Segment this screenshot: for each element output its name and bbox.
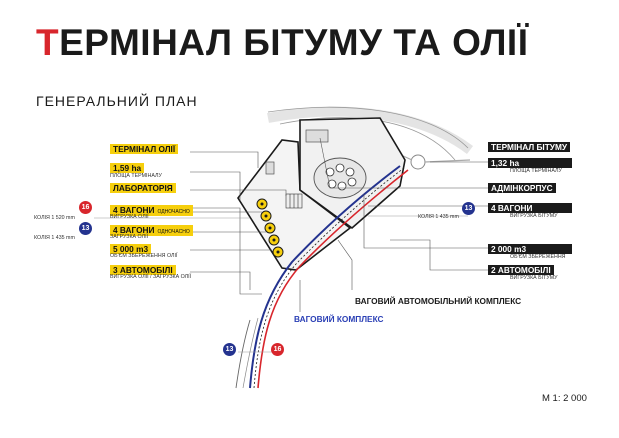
small-building: [265, 161, 275, 175]
road-curve-top: [267, 106, 474, 154]
oil-area-value: 1,59 ha: [110, 163, 145, 174]
page-subtitle: ГЕНЕРАЛЬНИЙ ПЛАН: [36, 93, 198, 109]
tank-inner-marks: [260, 202, 280, 254]
bitumen-area-caption: ПЛОЩА ТЕРМІНАЛУ: [510, 168, 562, 174]
track-13-badge-bottom: 13: [223, 343, 236, 356]
leader-auto-complex: [337, 239, 353, 290]
oil-wagons-load-caption: ЗАГРУЗКА ОЛІЇ: [110, 234, 149, 240]
track-13-badge-left: 13: [79, 222, 92, 235]
bitumen-volume-value: 2 000 m3: [488, 244, 572, 255]
title-text: ЕРМІНАЛ БІТУМУ ТА ОЛІЇ: [59, 22, 529, 63]
track-16-badge-bottom: 16: [271, 343, 284, 356]
bitumen-wagons-caption: ВИГРУЗКА БІТУМУ: [510, 213, 558, 219]
bitumen-cars-value: 2 АВТОМОБІЛІ: [488, 265, 554, 276]
oil-volume-value: 5 000 m3: [110, 244, 152, 255]
rail-track-left: [235, 319, 251, 389]
oil-wagons-unload-caption: ВИГРУЗКА ОЛІЇ: [110, 214, 149, 220]
bitumen-volume-caption: ОБ'ЄМ ЗБЕРЕЖЕННЯ: [510, 254, 566, 260]
oil-terminal-label: ТЕРМІНАЛ ОЛІЇ: [110, 144, 179, 155]
gauge-1435-right: КОЛІЯ 1 435 mm: [418, 214, 459, 220]
track-16-badge-left: 16: [79, 201, 92, 214]
rail-track-dash: [253, 167, 405, 389]
roundabout: [410, 154, 426, 170]
title-accent-letter: Т: [36, 22, 60, 63]
rail-track-red: [257, 169, 409, 389]
map-scale: М 1: 2 000: [542, 393, 587, 404]
lab-label: ЛАБОРАТОРІЯ: [110, 183, 176, 194]
bitumen-wagons-value: 4 ВАГОНИ: [488, 203, 572, 214]
gauge-1520-left: КОЛІЯ 1 520 mm: [34, 215, 75, 221]
road-curve-top-line: [267, 106, 469, 149]
oil-volume-caption: ОБ'ЄМ ЗБЕРЕЖЕННЯ ОЛІЇ: [110, 253, 178, 259]
admin-label: АДМІНКОРПУС: [488, 183, 556, 194]
bitumen-area-value: 1,32 ha: [488, 158, 572, 169]
oil-cars-caption: ВИГРУЗКА ОЛІЇ / ЗАГРУЗКА ОЛІЇ: [110, 274, 192, 280]
leader-lines-left: [190, 151, 287, 295]
admin-building: [305, 129, 329, 143]
rail-track-left-2: [242, 317, 259, 389]
track-13-badge-right: 13: [462, 202, 475, 215]
bitumen-cars-caption: ВИГРУЗКА БІТУМУ: [510, 275, 558, 281]
lab-building: [285, 193, 303, 209]
oil-area-caption: ПЛОЩА ТЕРМІНАЛУ: [110, 173, 162, 179]
rail-track-blue: [249, 165, 401, 389]
bitumen-terminal-label: ТЕРМІНАЛ БІТУМУ: [488, 142, 571, 153]
auto-weighing-complex-label: ВАГОВИЙ АВТОМОБІЛЬНИЙ КОМПЛЕКС: [355, 296, 522, 306]
page-title: ТЕРМІНАЛ БІТУМУ ТА ОЛІЇ: [36, 24, 528, 61]
gauge-1435-left: КОЛІЯ 1 435 mm: [34, 235, 75, 241]
wagon-weighing-complex-label: ВАГОВИЙ КОМПЛЕКС: [294, 314, 384, 324]
oil-cars-value: 3 АВТОМОБІЛІ: [110, 265, 176, 276]
